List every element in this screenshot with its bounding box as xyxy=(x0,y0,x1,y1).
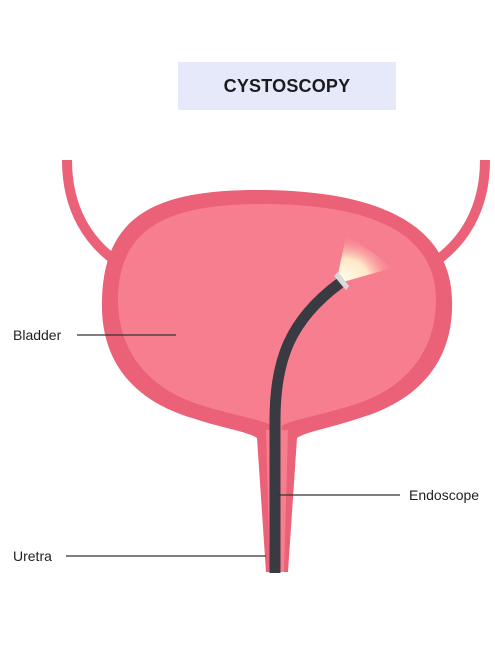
endoscope-tip xyxy=(334,272,349,290)
endoscope-label: Endoscope xyxy=(409,487,480,503)
bladder-label: Bladder xyxy=(13,327,62,343)
diagram-title: CYSTOSCOPY xyxy=(223,75,351,96)
endoscope-light xyxy=(336,236,392,284)
uretra-label: Uretra xyxy=(13,548,52,564)
endoscope xyxy=(269,278,344,573)
title-box: CYSTOSCOPY xyxy=(178,62,396,110)
